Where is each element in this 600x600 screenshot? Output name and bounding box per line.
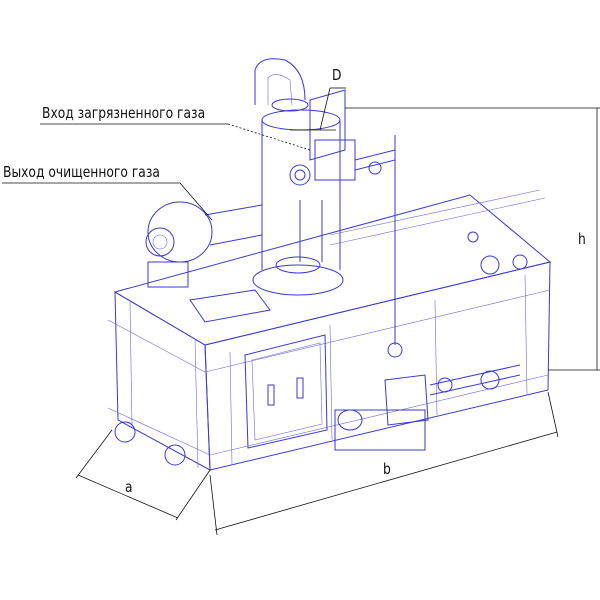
dimension-d-label: D: [332, 66, 342, 84]
dimension-a-label: a: [125, 478, 133, 496]
dimension-h-label: h: [578, 230, 586, 248]
exhaust-fan: [145, 201, 271, 323]
annotations: [2, 87, 600, 536]
scrubber-column: [252, 58, 396, 345]
outlet-label: Выход очищенного газа: [3, 163, 160, 181]
dimension-b-label: b: [383, 460, 391, 478]
tank-body: [107, 189, 552, 471]
access-hatch: [244, 334, 328, 449]
inlet-label: Вход загрязненного газа: [42, 104, 206, 122]
pump-unit: [114, 231, 528, 466]
